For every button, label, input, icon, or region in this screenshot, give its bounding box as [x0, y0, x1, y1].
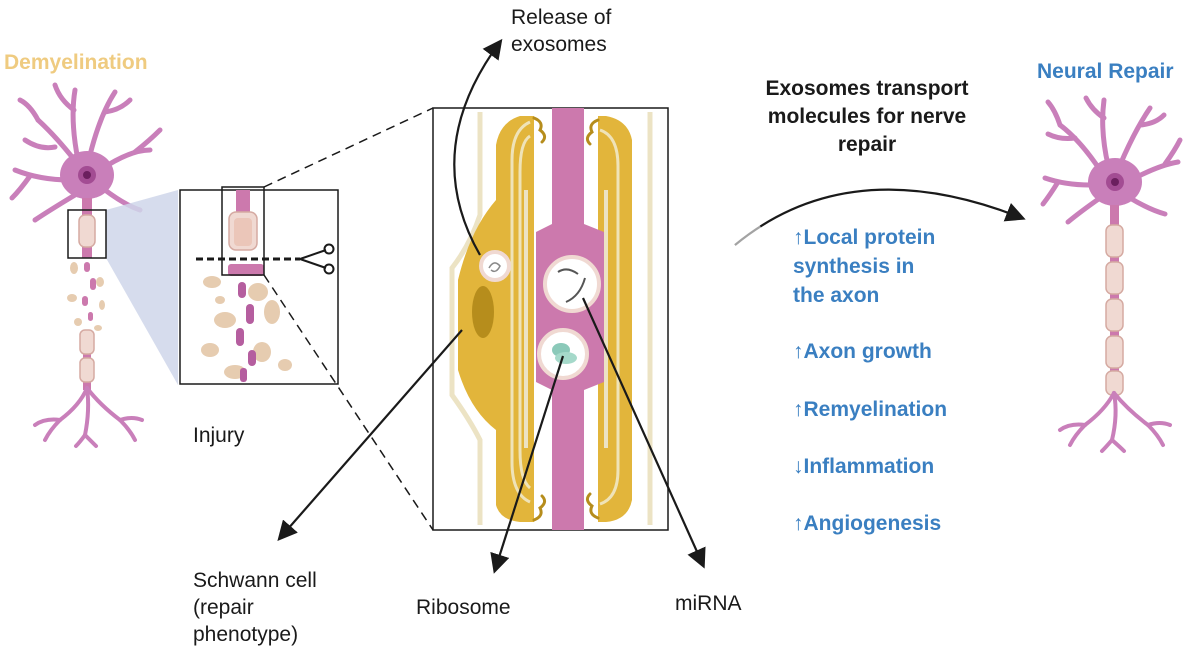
arrow-schwann-cell [277, 329, 463, 541]
inner-wrap-lines [524, 190, 608, 448]
schwann-cell-left [458, 116, 547, 522]
exosome-ribosome-icon [537, 328, 589, 380]
zoom-dash-top [263, 107, 434, 188]
benefit-text: Remyelination [803, 398, 948, 421]
inset-myelin-debris [201, 276, 292, 379]
myelin-right [1105, 224, 1124, 396]
exosome-small-icon [479, 250, 511, 282]
arrow-ribosome [490, 355, 565, 574]
arrow-release-exosomes [453, 38, 503, 256]
label-release-line2: exosomes [511, 33, 607, 56]
label-release-line1: Release of [511, 6, 612, 29]
axon-terminals-right [1058, 391, 1172, 453]
arrow-up-icon: ↑ [793, 340, 804, 363]
arrow-up-icon: ↑ [793, 226, 804, 249]
scissors-icon [299, 243, 335, 275]
label-schwann-line2: (repair [193, 596, 254, 619]
title-demyelination: Demyelination [4, 51, 148, 74]
repaired-neuron [1040, 95, 1183, 453]
axon-debris [82, 262, 96, 321]
benefit-text: Local protein [803, 226, 936, 249]
demyelinating-neuron [9, 82, 163, 448]
benefit-remyelination: ↑Remyelination [793, 395, 947, 424]
benefit-local-protein-synthesis: ↑Local protein synthesis in the axon [793, 223, 935, 310]
arrow-down-icon: ↓ [793, 455, 804, 478]
benefit-text: the axon [793, 284, 880, 307]
arrows [277, 38, 1026, 574]
outer-sheath-lines [449, 112, 653, 525]
myelin-proximal [78, 214, 96, 248]
inset-axon-fragments [236, 282, 256, 382]
inset-cut-segment [228, 264, 264, 276]
axon-main [536, 108, 604, 530]
benefit-text: Axon growth [803, 340, 932, 363]
benefit-text: Angiogenesis [803, 512, 942, 535]
neuron-dendrites-right [1040, 95, 1183, 225]
myelin-distal-2 [79, 357, 95, 383]
title-neural-repair: Neural Repair [1037, 60, 1174, 83]
schwann-nucleus [472, 286, 494, 338]
label-injury: Injury [193, 424, 245, 447]
benefit-inflammation: ↓Inflammation [793, 452, 934, 481]
arrow-up-icon: ↑ [793, 512, 804, 535]
injury-inset [179, 186, 339, 385]
axon-terminals [33, 386, 144, 448]
benefit-text: synthesis in [793, 255, 915, 278]
zoom-region-box [67, 209, 107, 259]
label-schwann-line3: phenotype) [193, 623, 299, 646]
benefit-text: Inflammation [803, 455, 935, 478]
exosome-mirna-icon [543, 255, 601, 313]
arrow-up-icon: ↑ [793, 398, 804, 421]
inset-detail-box [221, 186, 265, 276]
arrow-transport [734, 188, 1026, 246]
zoom-dash-bottom [263, 274, 434, 531]
zoom-projection [106, 190, 178, 385]
myelin-distal-1 [79, 329, 95, 355]
label-schwann-line1: Schwann cell [193, 569, 317, 592]
arrow-mirna [581, 297, 706, 569]
myelin-debris [67, 262, 105, 331]
label-mirna: miRNA [675, 592, 742, 615]
benefit-axon-growth: ↑Axon growth [793, 337, 932, 366]
schwann-cell-panel [432, 107, 669, 531]
benefit-angiogenesis: ↑Angiogenesis [793, 509, 941, 538]
label-ribosome: Ribosome [416, 596, 511, 619]
title-exosomes-transport: Exosomes transport molecules for nerve r… [765, 77, 969, 156]
